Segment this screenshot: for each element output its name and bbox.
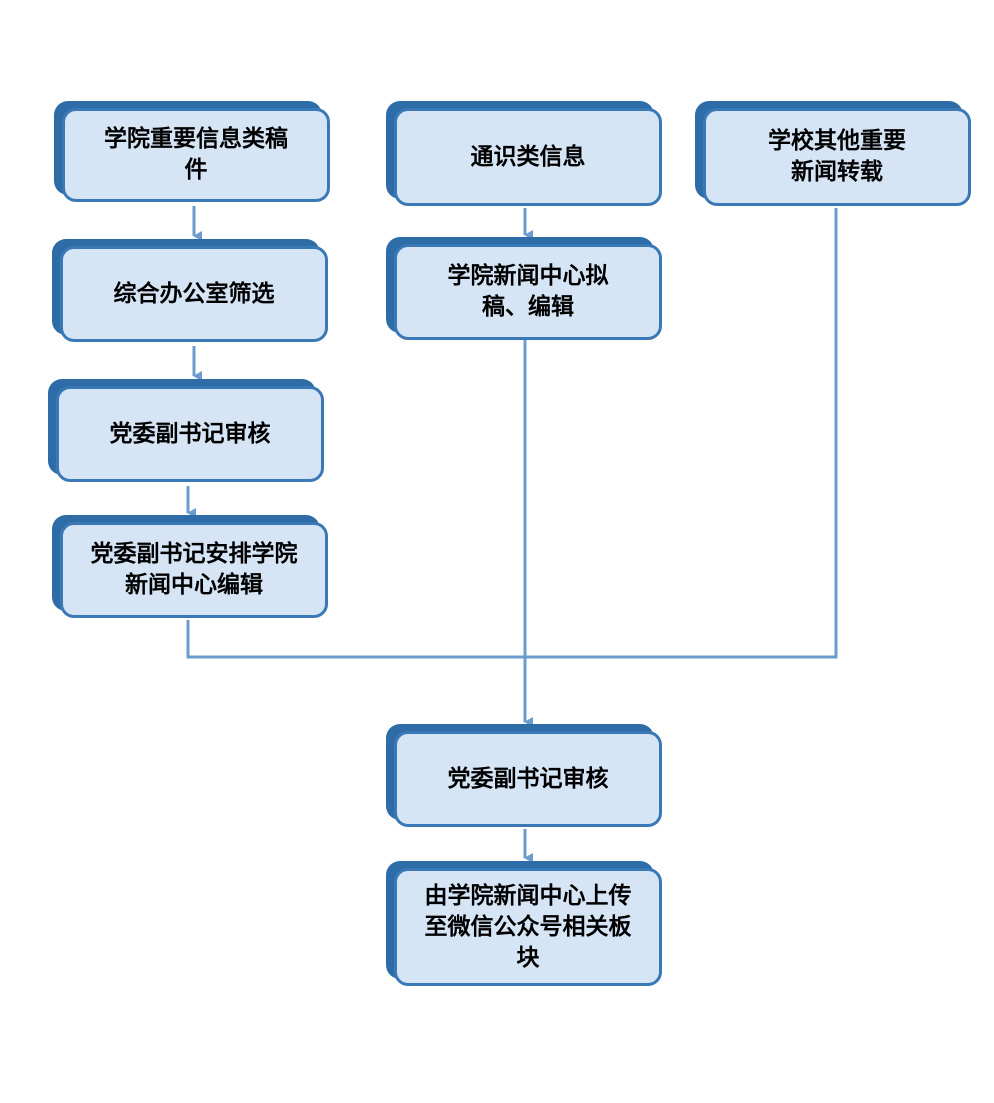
line-n7-to-merge xyxy=(186,620,525,659)
node-label: 由学院新闻中心上传至微信公众号相关板块 xyxy=(424,882,632,971)
node-office-screening: 综合办公室筛选 xyxy=(60,246,328,342)
node-label: 党委副书记安排学院新闻中心编辑 xyxy=(90,541,298,598)
line-n3-to-merge xyxy=(525,208,838,659)
node-general-news: 通识类信息 xyxy=(394,108,662,206)
node-label: 综合办公室筛选 xyxy=(113,280,275,307)
node-college-important-news: 学院重要信息类稿件 xyxy=(62,108,330,202)
node-label: 党委副书记审核 xyxy=(447,765,609,792)
node-label: 通识类信息 xyxy=(470,143,586,170)
node-school-news-repost: 学校其他重要新闻转载 xyxy=(703,108,971,206)
node-news-center-drafting: 学院新闻中心拟稿、编辑 xyxy=(394,244,662,340)
node-label: 学院重要信息类稿件 xyxy=(104,126,288,183)
node-label: 学院新闻中心拟稿、编辑 xyxy=(447,263,609,320)
node-label: 党委副书记审核 xyxy=(109,420,271,447)
node-secretary-review-1: 党委副书记审核 xyxy=(56,386,324,482)
node-secretary-review-2: 党委副书记审核 xyxy=(394,731,662,827)
node-label: 学校其他重要新闻转载 xyxy=(768,128,906,185)
node-secretary-assign: 党委副书记安排学院新闻中心编辑 xyxy=(60,522,328,618)
node-upload-wechat: 由学院新闻中心上传至微信公众号相关板块 xyxy=(394,868,662,986)
